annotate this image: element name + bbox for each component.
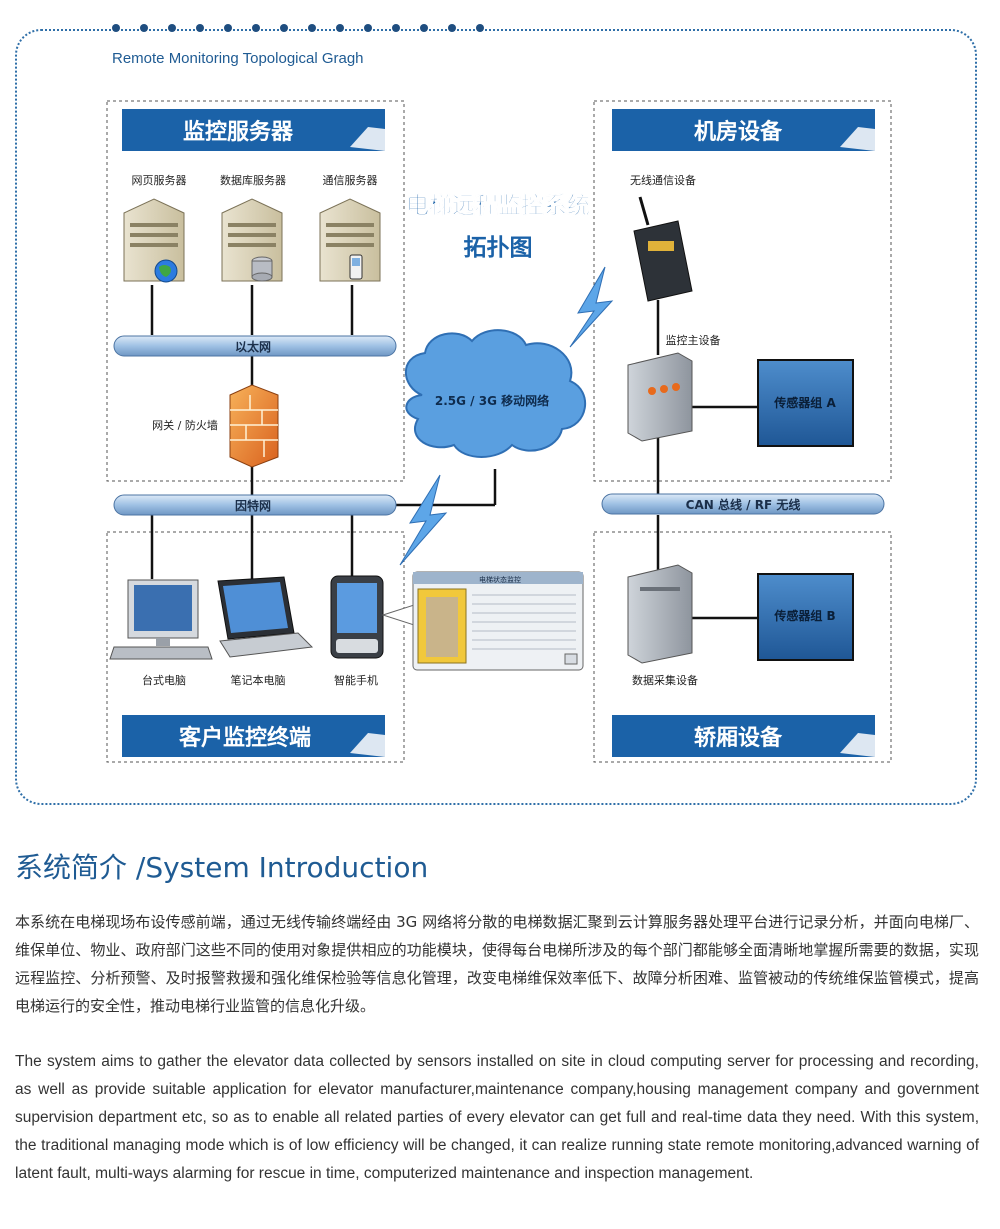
database-server-icon bbox=[221, 198, 283, 282]
svg-text:监控服务器: 监控服务器 bbox=[183, 119, 294, 145]
svg-text:CAN 总线 / RF 无线: CAN 总线 / RF 无线 bbox=[686, 497, 801, 512]
diagram-title-line2: 拓扑图 bbox=[464, 235, 533, 261]
desktop-computer-icon bbox=[109, 579, 213, 660]
topology-frame bbox=[15, 29, 977, 805]
data-collector-label: 数据采集设备 bbox=[632, 673, 698, 687]
server-panel bbox=[106, 100, 405, 482]
car-header: 轿厢设备 bbox=[612, 715, 875, 757]
lightning-bolt-top-icon bbox=[569, 266, 614, 348]
car-panel bbox=[593, 531, 892, 763]
db-server-label: 数据库服务器 bbox=[220, 173, 286, 187]
client-panel bbox=[106, 531, 405, 763]
internet-pipe: 因特网 bbox=[113, 494, 397, 516]
desktop-label: 台式电脑 bbox=[142, 673, 186, 687]
svg-text:客户监控终端: 客户监控终端 bbox=[179, 725, 311, 751]
intro-paragraph-cn: 本系统在电梯现场布设传感前端，通过无线传输终端经由 3G 网络将分散的电梯数据汇… bbox=[15, 913, 979, 1015]
laptop-label: 笔记本电脑 bbox=[231, 673, 286, 687]
svg-text:2.5G / 3G 移动网络: 2.5G / 3G 移动网络 bbox=[435, 393, 549, 408]
sensor-group-a-box: 传感器组 A bbox=[757, 359, 854, 447]
web-server-icon bbox=[123, 198, 185, 283]
smartphone-icon bbox=[330, 575, 384, 659]
ethernet-pipe: 以太网 bbox=[113, 335, 397, 357]
gateway-label: 网关 / 防火墙 bbox=[152, 418, 218, 432]
frame-title: Remote Monitoring Topological Gragh bbox=[112, 50, 364, 67]
svg-text:轿厢设备: 轿厢设备 bbox=[694, 725, 783, 751]
monitor-host-label: 监控主设备 bbox=[666, 333, 721, 347]
monitor-host-device-icon bbox=[627, 352, 693, 442]
data-collector-device-icon bbox=[627, 564, 693, 664]
can-bus-pipe: CAN 总线 / RF 无线 bbox=[601, 493, 885, 515]
monitoring-screen-callout: 电梯状态监控 bbox=[412, 571, 584, 671]
firewall-icon bbox=[229, 384, 279, 468]
svg-text:传感器组 A: 传感器组 A bbox=[773, 395, 836, 410]
wireless-device-icon bbox=[633, 196, 693, 302]
server-header: 监控服务器 bbox=[122, 109, 385, 151]
communication-server-icon bbox=[319, 198, 381, 282]
topology-diagram: 监控服务器 机房设备 客户监控终端 轿厢设备 电梯远程监控系统 拓扑图 bbox=[106, 100, 892, 763]
decorative-dots bbox=[112, 24, 492, 36]
smartphone-label: 智能手机 bbox=[334, 673, 378, 687]
laptop-icon bbox=[217, 576, 314, 658]
lightning-bolt-bottom-icon bbox=[399, 474, 448, 566]
svg-text:以太网: 以太网 bbox=[235, 339, 271, 354]
section-heading: 系统简介 /System Introduction bbox=[15, 851, 429, 884]
svg-text:因特网: 因特网 bbox=[235, 498, 271, 513]
comm-server-label: 通信服务器 bbox=[323, 174, 378, 187]
svg-text:传感器组 B: 传感器组 B bbox=[773, 608, 835, 623]
wireless-device-label: 无线通信设备 bbox=[630, 173, 696, 187]
client-header: 客户监控终端 bbox=[122, 715, 385, 757]
connection-lines bbox=[150, 285, 758, 620]
sensor-group-b-box: 传感器组 B bbox=[757, 573, 854, 661]
room-header: 机房设备 bbox=[612, 109, 875, 151]
svg-text:电梯状态监控: 电梯状态监控 bbox=[479, 575, 521, 584]
diagram-title-line1: 电梯远程监控系统 bbox=[406, 192, 590, 219]
web-server-label: 网页服务器 bbox=[132, 174, 187, 187]
mobile-network-cloud-icon: 2.5G / 3G 移动网络 bbox=[405, 329, 587, 458]
intro-paragraph-en: The system aims to gather the elevator d… bbox=[15, 1053, 979, 1182]
svg-text:机房设备: 机房设备 bbox=[694, 119, 783, 145]
